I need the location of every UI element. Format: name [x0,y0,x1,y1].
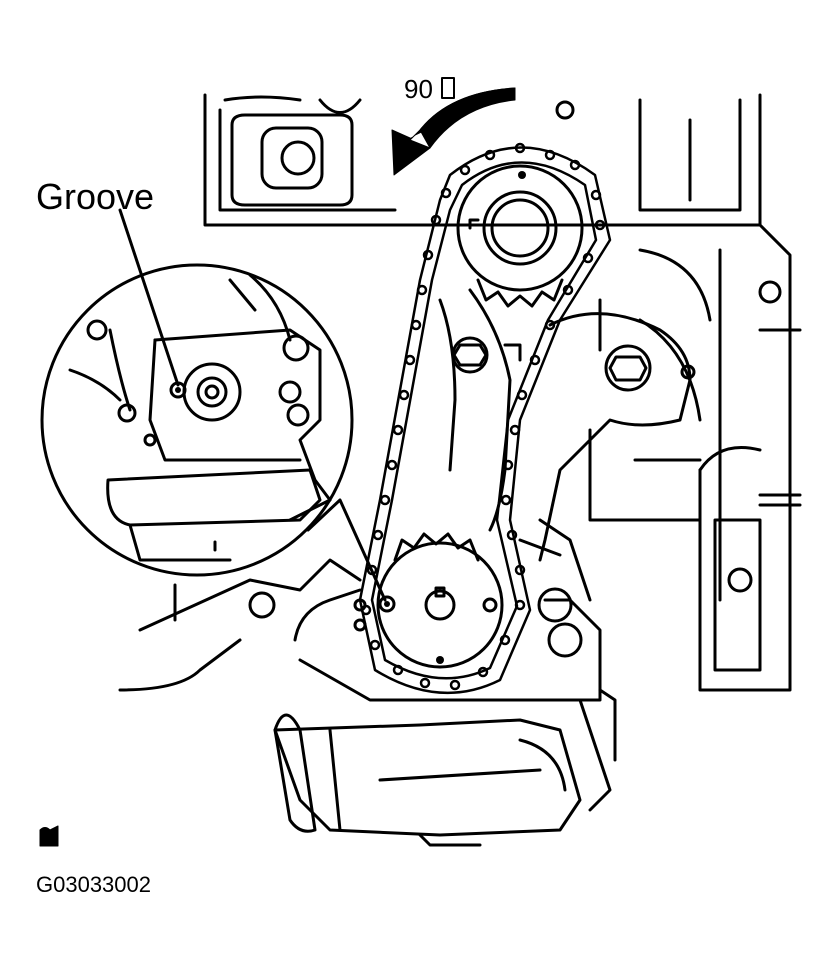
timing-mark [175,171,526,664]
camshaft-sprocket [456,164,584,308]
rotation-angle-label: 90 [404,74,433,104]
engine-block-right [638,223,802,692]
leader-lines [118,208,387,602]
groove-label: Groove [36,176,155,217]
curved-arrow-icon [391,87,516,176]
detail-magnifier [40,263,354,577]
timing-chain [358,142,612,695]
oil-pump-pipe [273,688,617,847]
figure-id: G03033002 [36,872,151,897]
engine-block-upper [203,93,762,227]
crankshaft-sprocket [376,532,504,669]
oil-pump-housing [118,518,602,702]
chain-link [360,142,606,691]
degree-mark [441,77,455,99]
note-icon [39,825,59,847]
chain-tensioner-arm [538,298,702,562]
chain-guide [438,288,522,532]
